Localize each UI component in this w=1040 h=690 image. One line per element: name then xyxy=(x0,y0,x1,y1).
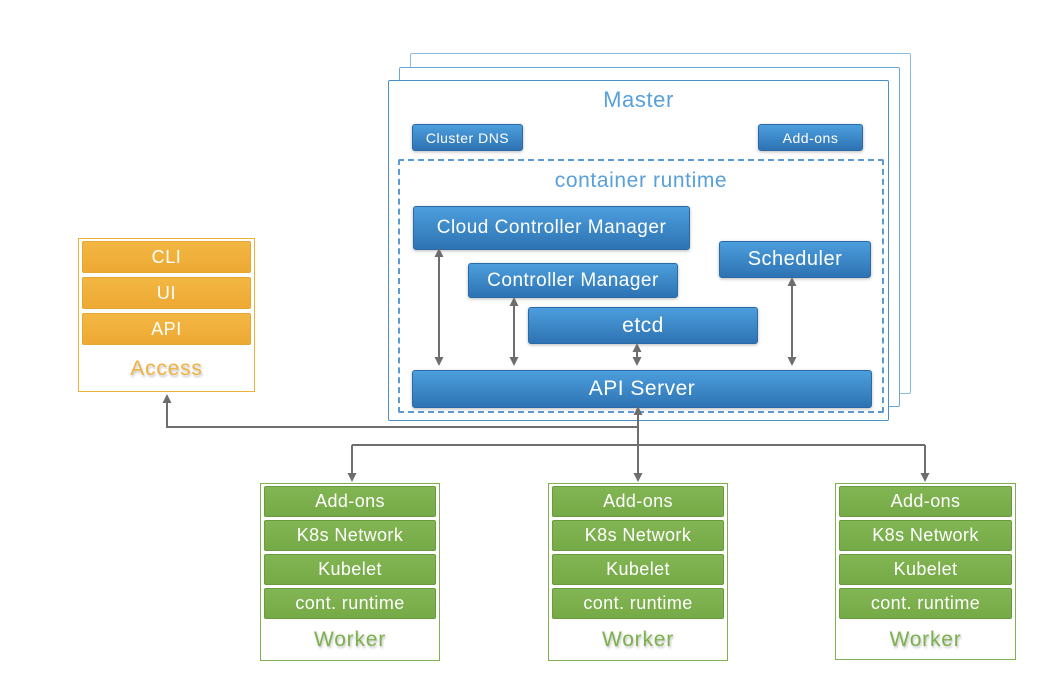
worker2-k8s-network: K8s Network xyxy=(552,520,724,551)
worker1-addons-label: Add-ons xyxy=(315,491,385,511)
worker3-title: Worker xyxy=(889,627,962,651)
access-item-api: API xyxy=(82,313,251,345)
scheduler-label: Scheduler xyxy=(747,248,843,270)
etcd-box: etcd xyxy=(528,307,758,344)
worker3-cont-runtime-label: cont. runtime xyxy=(870,593,981,613)
worker3-cont-runtime: cont. runtime xyxy=(839,588,1012,619)
worker1-cont-runtime: cont. runtime xyxy=(264,588,436,619)
access-item-cli: CLI xyxy=(82,241,251,273)
worker2-title: Worker xyxy=(601,628,675,651)
master-panel: Master Cluster DNS Add-ons container run… xyxy=(388,80,889,421)
worker-node-3: Add-ons K8s Network Kubelet cont. runtim… xyxy=(835,483,1016,660)
worker1-title: Worker xyxy=(313,628,387,651)
master-addons-label: Add-ons xyxy=(782,129,839,146)
access-item-ui-label: UI xyxy=(156,282,177,303)
controller-manager-box: Controller Manager xyxy=(468,263,678,298)
controller-manager-label: Controller Manager xyxy=(487,269,659,291)
worker2-kubelet-label: Kubelet xyxy=(606,559,670,579)
access-title: Access xyxy=(130,357,203,380)
cloud-controller-manager-label: Cloud Controller Manager xyxy=(436,217,667,238)
worker1-k8s-network-label: K8s Network xyxy=(296,525,404,545)
worker2-cont-runtime-label: cont. runtime xyxy=(583,593,693,613)
api-server-box: API Server xyxy=(412,370,872,408)
access-item-ui: UI xyxy=(82,277,251,309)
api-server-label: API Server xyxy=(588,377,696,400)
scheduler-box: Scheduler xyxy=(719,241,871,278)
worker3-kubelet-label: Kubelet xyxy=(893,559,958,579)
container-runtime-title: container runtime xyxy=(554,169,728,192)
access-item-api-label: API xyxy=(151,318,182,339)
master-title: Master xyxy=(603,87,674,112)
worker1-addons: Add-ons xyxy=(264,486,436,517)
worker1-cont-runtime-label: cont. runtime xyxy=(295,593,405,613)
worker2-kubelet: Kubelet xyxy=(552,554,724,585)
etcd-label: etcd xyxy=(622,313,664,337)
access-panel: CLI UI API Access xyxy=(78,238,255,392)
connector-apiserver-worker1-worker3 xyxy=(347,444,930,482)
worker1-kubelet: Kubelet xyxy=(264,554,436,585)
worker3-k8s-network-label: K8s Network xyxy=(872,525,979,545)
container-runtime-panel: container runtime Cloud Controller Manag… xyxy=(398,159,884,413)
cloud-controller-manager-box: Cloud Controller Manager xyxy=(413,206,690,250)
worker2-k8s-network-label: K8s Network xyxy=(584,525,692,545)
worker2-addons-label: Add-ons xyxy=(603,491,673,511)
worker3-kubelet: Kubelet xyxy=(839,554,1012,585)
access-item-cli-label: CLI xyxy=(151,246,182,267)
worker2-cont-runtime: cont. runtime xyxy=(552,588,724,619)
worker-node-1: Add-ons K8s Network Kubelet cont. runtim… xyxy=(260,483,440,661)
worker2-addons: Add-ons xyxy=(552,486,724,517)
worker1-kubelet-label: Kubelet xyxy=(318,559,382,579)
worker3-addons: Add-ons xyxy=(839,486,1012,517)
worker1-k8s-network: K8s Network xyxy=(264,520,436,551)
worker-node-2: Add-ons K8s Network Kubelet cont. runtim… xyxy=(548,483,728,661)
worker3-k8s-network: K8s Network xyxy=(839,520,1012,551)
cluster-dns-box: Cluster DNS xyxy=(412,124,523,151)
worker3-addons-label: Add-ons xyxy=(890,491,961,511)
cluster-dns-label: Cluster DNS xyxy=(425,129,510,146)
master-addons-box: Add-ons xyxy=(758,124,863,151)
